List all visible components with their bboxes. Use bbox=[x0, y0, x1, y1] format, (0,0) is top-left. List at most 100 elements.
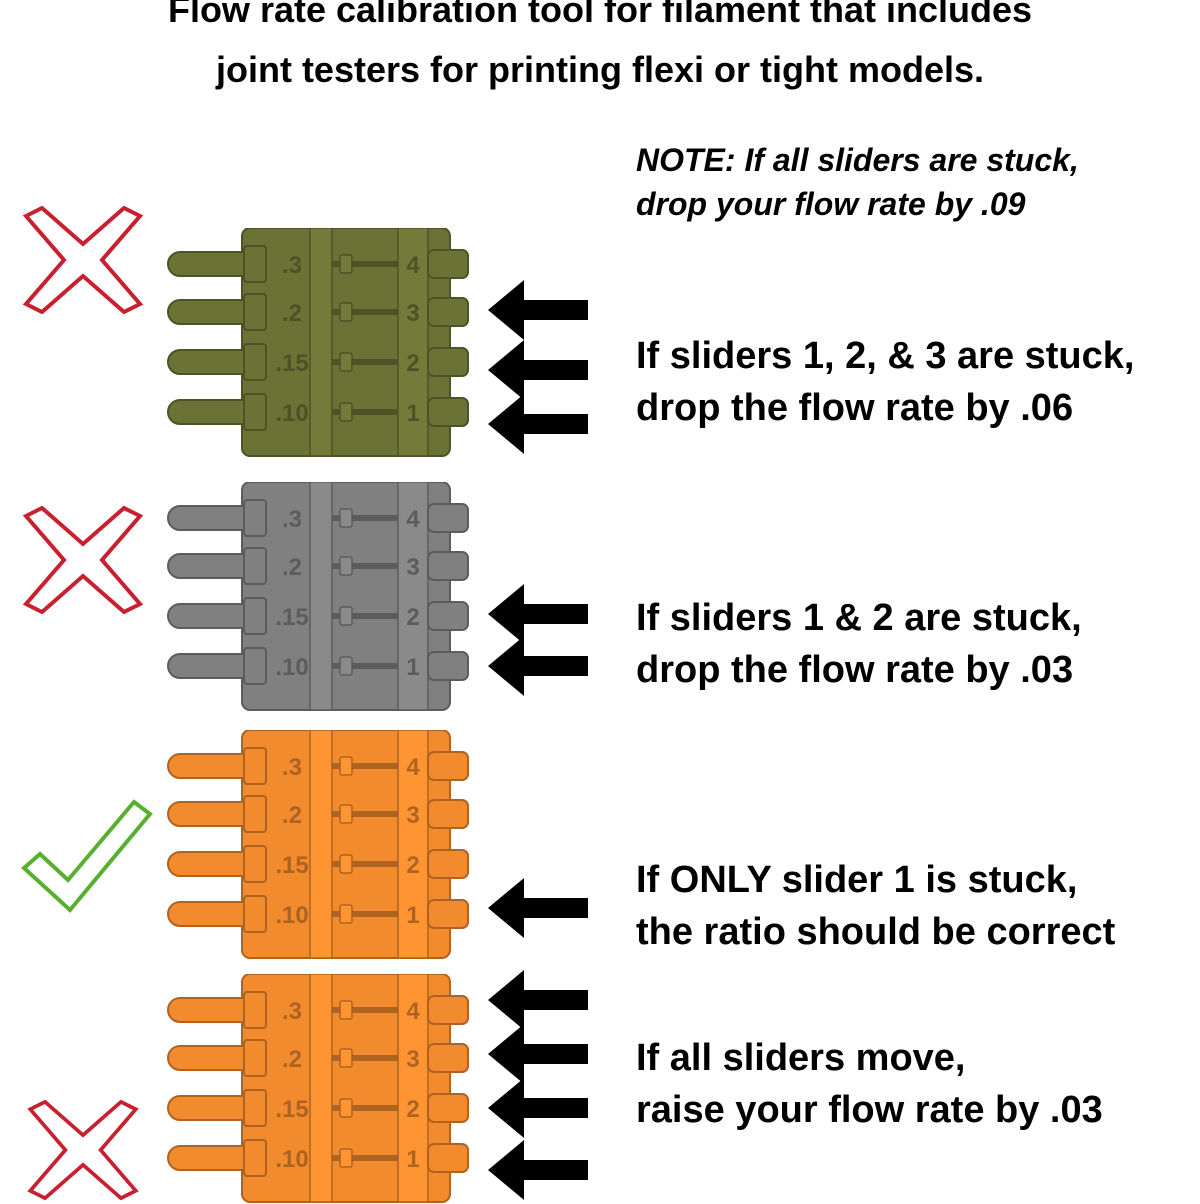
slider-number-label: 1 bbox=[406, 902, 419, 929]
x-mark-icon bbox=[27, 1100, 139, 1200]
note-line-1: NOTE: If all sliders are stuck, bbox=[636, 142, 1079, 178]
slider-tab bbox=[427, 651, 469, 681]
slider-gap-label: .15 bbox=[275, 852, 308, 879]
slider-joint bbox=[243, 647, 267, 685]
caption-row-3-line-2: the ratio should be correct bbox=[636, 911, 1116, 953]
slider-tab bbox=[427, 899, 469, 929]
slider-tab bbox=[427, 849, 469, 879]
slider-number-label: 4 bbox=[406, 252, 420, 279]
slider-joint bbox=[243, 1039, 267, 1077]
caption-row-3: If ONLY slider 1 is stuck, the ratio sho… bbox=[636, 854, 1196, 958]
slider-knob bbox=[339, 352, 353, 372]
slider-tab bbox=[427, 397, 469, 427]
slider-tab bbox=[427, 995, 469, 1025]
caption-row-1: If sliders 1, 2, & 3 are stuck, drop the… bbox=[636, 330, 1196, 434]
slider-joint bbox=[243, 547, 267, 585]
slider-tab bbox=[427, 297, 469, 327]
slider-gap-label: .10 bbox=[275, 400, 308, 427]
slider-number-label: 1 bbox=[406, 400, 419, 427]
slider-joint bbox=[243, 597, 267, 635]
arrow-left-icon bbox=[488, 970, 588, 1030]
slider-tab bbox=[427, 503, 469, 533]
header-line-1: Flow rate calibration tool for filament … bbox=[167, 0, 1033, 30]
slider-slot bbox=[332, 1007, 398, 1013]
caption-row-4-line-1: If all sliders move, bbox=[636, 1037, 966, 1079]
tester-rail bbox=[309, 730, 333, 959]
slider-tab bbox=[427, 1093, 469, 1123]
tester-rail bbox=[397, 730, 429, 959]
slider-joint bbox=[243, 393, 267, 431]
slider-joint bbox=[243, 845, 267, 883]
slider-gap-label: .10 bbox=[275, 654, 308, 681]
slider-tab bbox=[427, 751, 469, 781]
slider-gap-label: .15 bbox=[275, 350, 308, 377]
slider-slot bbox=[332, 861, 398, 867]
slider-slot bbox=[332, 309, 398, 315]
slider-gap-label: .3 bbox=[282, 252, 302, 279]
slider-knob bbox=[339, 904, 353, 924]
slider-joint bbox=[243, 499, 267, 537]
slider-gap-label: .15 bbox=[275, 1096, 308, 1123]
slider-tab bbox=[427, 347, 469, 377]
arrow-left-icon bbox=[488, 1078, 588, 1138]
slider-tab bbox=[427, 1143, 469, 1173]
slider-joint bbox=[243, 991, 267, 1029]
slider-slot bbox=[332, 613, 398, 619]
slider-tab bbox=[427, 249, 469, 279]
x-mark-icon bbox=[22, 206, 144, 314]
slider-knob bbox=[339, 302, 353, 322]
slider-knob bbox=[339, 1048, 353, 1068]
slider-slot bbox=[332, 811, 398, 817]
arrow-left-icon bbox=[488, 1024, 588, 1084]
slider-gap-label: .2 bbox=[282, 802, 302, 829]
caption-row-1-line-2: drop the flow rate by .06 bbox=[636, 387, 1074, 429]
slider-knob bbox=[339, 1098, 353, 1118]
slider-number-label: 3 bbox=[406, 1046, 419, 1073]
slider-knob bbox=[339, 854, 353, 874]
slider-joint bbox=[243, 245, 267, 283]
slider-joint bbox=[243, 895, 267, 933]
slider-knob bbox=[339, 756, 353, 776]
note: NOTE: If all sliders are stuck, drop you… bbox=[636, 138, 1176, 226]
arrow-left-icon bbox=[488, 394, 588, 454]
slider-knob bbox=[339, 606, 353, 626]
slider-knob bbox=[339, 656, 353, 676]
slider-joint bbox=[243, 1139, 267, 1177]
header-line-1-clip: Flow rate calibration tool for filament … bbox=[0, 0, 1200, 36]
slider-gap-label: .15 bbox=[275, 604, 308, 631]
tester-rail bbox=[397, 974, 429, 1203]
slider-gap-label: .2 bbox=[282, 300, 302, 327]
slider-tab bbox=[427, 551, 469, 581]
slider-gap-label: .3 bbox=[282, 754, 302, 781]
caption-row-3-line-1: If ONLY slider 1 is stuck, bbox=[636, 859, 1078, 901]
slider-number-label: 4 bbox=[406, 754, 420, 781]
slider-gap-label: .3 bbox=[282, 506, 302, 533]
slider-tab bbox=[427, 1043, 469, 1073]
slider-slot bbox=[332, 359, 398, 365]
slider-slot bbox=[332, 911, 398, 917]
slider-number-label: 4 bbox=[406, 506, 420, 533]
slider-tab bbox=[427, 799, 469, 829]
slider-slot bbox=[332, 261, 398, 267]
slider-joint bbox=[243, 343, 267, 381]
slider-knob bbox=[339, 804, 353, 824]
tester-rail bbox=[397, 228, 429, 457]
slider-number-label: 1 bbox=[406, 654, 419, 681]
arrow-left-icon bbox=[488, 878, 588, 938]
slider-joint bbox=[243, 1089, 267, 1127]
slider-slot bbox=[332, 1105, 398, 1111]
slider-tab bbox=[427, 601, 469, 631]
slider-slot bbox=[332, 409, 398, 415]
note-line-2: drop your flow rate by .09 bbox=[636, 186, 1026, 222]
slider-slot bbox=[332, 663, 398, 669]
slider-gap-label: .10 bbox=[275, 902, 308, 929]
slider-slot bbox=[332, 1055, 398, 1061]
arrow-left-icon bbox=[488, 584, 588, 644]
tester-rail bbox=[309, 482, 333, 711]
slider-number-label: 3 bbox=[406, 300, 419, 327]
slider-number-label: 3 bbox=[406, 554, 419, 581]
